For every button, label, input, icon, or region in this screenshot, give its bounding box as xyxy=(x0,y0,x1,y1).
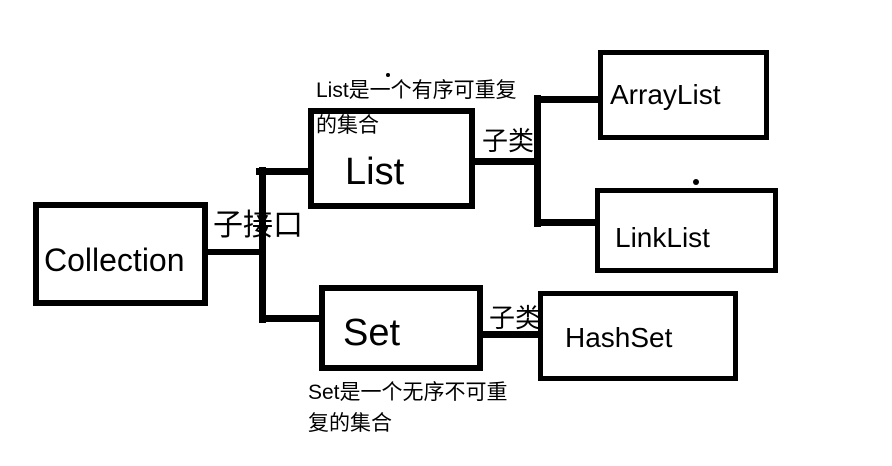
connector-trunk-to-arraylist xyxy=(534,96,602,103)
connector-trunk-to-linklist xyxy=(534,219,598,226)
stray-dot-mark xyxy=(693,179,699,185)
connector-trunk-to-list xyxy=(256,168,314,175)
arraylist-node: ArrayList xyxy=(598,50,769,140)
connector-list-to-trunk xyxy=(469,158,541,165)
connector-set-to-hashset xyxy=(480,331,542,338)
linklist-node: LinkList xyxy=(595,188,778,273)
set-node: Set xyxy=(319,285,483,371)
list-node: List xyxy=(308,108,475,209)
edge-label-subclass-list: 子类 xyxy=(482,126,535,156)
connector-trunk-to-set xyxy=(259,315,323,322)
list-note-line2: 的集合 xyxy=(316,114,379,137)
list-note-line1: List是一个有序可重复 xyxy=(316,79,517,102)
set-note-line1: Set是一个无序不可重 xyxy=(308,381,508,404)
connector-trunk-right-vertical xyxy=(534,95,541,227)
set-note-line2: 复的集合 xyxy=(308,412,392,435)
edge-label-subclass-set: 子类 xyxy=(489,303,542,333)
connector-trunk-left-vertical xyxy=(259,167,266,323)
collection-node: Collection xyxy=(33,202,208,306)
connector-collection-to-trunk xyxy=(205,249,265,255)
hashset-node: HashSet xyxy=(538,291,738,381)
stray-dot-mark xyxy=(386,73,390,77)
edge-label-sub-interface: 子接口 xyxy=(213,209,303,242)
